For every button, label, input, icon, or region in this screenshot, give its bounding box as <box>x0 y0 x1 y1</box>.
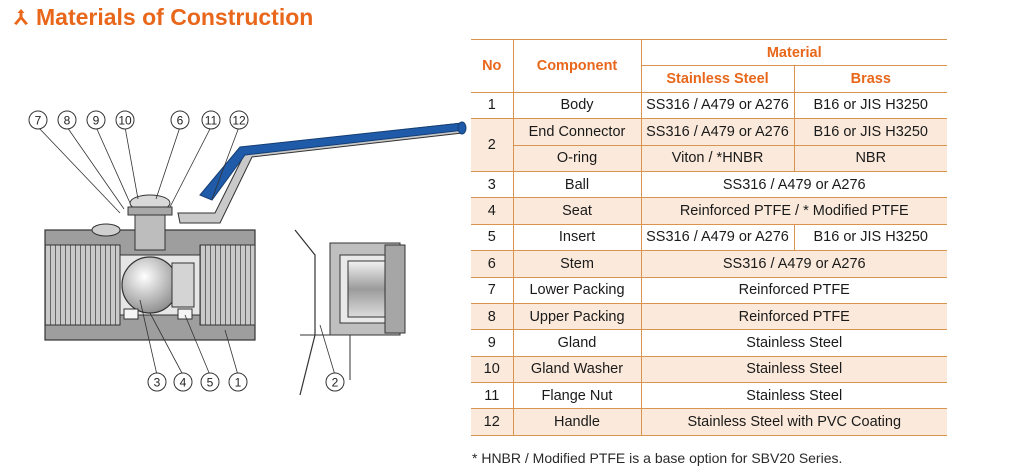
row-material: SS316 / A479 or A276 <box>640 250 947 278</box>
row-material: Reinforced PTFE <box>640 276 947 304</box>
header-no: No <box>471 39 514 93</box>
row-material: Reinforced PTFE <box>640 302 947 331</box>
handle <box>177 121 467 224</box>
callout-1: 1 <box>235 376 242 390</box>
table-row: 4 Seat Reinforced PTFE / * Modified PTFE <box>471 197 947 225</box>
callouts-top: 7 8 9 10 6 11 12 <box>28 110 249 130</box>
table-row: 10 Gland Washer Stainless Steel <box>471 355 947 384</box>
callout-3: 3 <box>154 376 161 390</box>
header-stainless-steel: Stainless Steel <box>641 65 795 93</box>
callout-11: 11 <box>205 114 218 128</box>
callout-7: 7 <box>35 114 42 128</box>
row-material: Reinforced PTFE / * Modified PTFE <box>640 197 947 225</box>
row-no: 6 <box>471 250 514 278</box>
callout-12: 12 <box>232 114 246 128</box>
row-material: Stainless Steel with PVC Coating <box>640 408 947 436</box>
row-component: Handle <box>512 408 642 436</box>
table-row: 5 Insert SS316 / A479 or A276 B16 or JIS… <box>471 223 947 252</box>
row-component: Flange Nut <box>512 382 642 410</box>
table-row: 11 Flange Nut Stainless Steel <box>471 382 947 410</box>
row-material: Stainless Steel <box>640 382 947 410</box>
callout-9: 9 <box>93 114 100 128</box>
row-material: SS316 / A479 or A276 <box>640 170 947 199</box>
row-no: 5 <box>471 223 514 252</box>
row-component: End Connector <box>512 118 642 146</box>
row-no: 9 <box>471 329 514 357</box>
row-brass: B16 or JIS H3250 <box>793 118 947 146</box>
row-component: Gland Washer <box>512 355 642 384</box>
row-brass: B16 or JIS H3250 <box>793 91 947 120</box>
table-row: 12 Handle Stainless Steel with PVC Coati… <box>471 408 947 436</box>
table-row: 6 Stem SS316 / A479 or A276 <box>471 250 947 278</box>
row-component: Body <box>512 91 642 120</box>
row-stainless: SS316 / A479 or A276 <box>640 118 795 146</box>
row-brass: B16 or JIS H3250 <box>793 223 947 252</box>
row-stainless: SS316 / A479 or A276 <box>640 223 795 252</box>
row-component: O-ring <box>513 144 642 172</box>
valve-handle-icon <box>14 9 28 25</box>
callout-2: 2 <box>332 376 339 390</box>
table-row: 1 Body SS316 / A479 or A276 B16 or JIS H… <box>471 91 947 120</box>
table-row: O-ring Viton / *HNBR NBR <box>471 144 947 172</box>
row-no: 7 <box>471 276 514 304</box>
section-title: Materials of Construction <box>36 3 314 30</box>
row-no: 10 <box>471 355 514 384</box>
callout-6: 6 <box>177 114 184 128</box>
valve-body <box>44 194 256 341</box>
valve-cross-section-drawing: 7 8 9 10 6 11 12 3 4 5 1 2 <box>28 110 467 396</box>
row-stainless: SS316 / A479 or A276 <box>640 91 795 120</box>
table-row: 7 Lower Packing Reinforced PTFE <box>471 276 947 304</box>
row-no: 8 <box>471 302 514 331</box>
row-no: 1 <box>471 91 514 120</box>
callout-5: 5 <box>207 376 214 390</box>
callout-8: 8 <box>64 114 71 128</box>
footnote: * HNBR / Modified PTFE is a base option … <box>472 450 843 466</box>
row-component: Insert <box>512 223 642 252</box>
callout-10: 10 <box>118 114 132 128</box>
header-material: Material <box>640 38 947 67</box>
row-material: Stainless Steel <box>640 329 947 357</box>
row-no: 4 <box>471 197 514 225</box>
end-connector-detail <box>294 229 406 396</box>
callouts-bottom: 3 4 5 1 2 <box>147 372 345 392</box>
row-component: Lower Packing <box>512 276 642 304</box>
row-brass: NBR <box>793 144 947 172</box>
row-component: Upper Packing <box>512 302 642 331</box>
table-row: 3 Ball SS316 / A479 or A276 <box>471 170 947 199</box>
row-component: Seat <box>512 197 642 225</box>
row-component: Gland <box>512 329 642 357</box>
table-row: 9 Gland Stainless Steel <box>471 329 947 357</box>
table-row: 8 Upper Packing Reinforced PTFE <box>471 302 947 331</box>
row-no: 11 <box>471 382 514 410</box>
table-row: 2 End Connector SS316 / A479 or A276 B16… <box>471 118 947 172</box>
row-no: 12 <box>471 408 514 436</box>
row-component: Ball <box>512 170 642 199</box>
row-no: 2 <box>471 118 514 172</box>
row-stainless: Viton / *HNBR <box>640 144 795 172</box>
header-brass: Brass <box>793 65 947 93</box>
row-no: 3 <box>471 170 514 199</box>
materials-table: No Component Material Stainless Steel Br… <box>471 38 947 436</box>
row-component: Stem <box>512 250 642 278</box>
header-component: Component <box>512 39 642 93</box>
row-material: Stainless Steel <box>640 355 947 384</box>
section-heading: Materials of Construction <box>12 3 313 31</box>
callout-4: 4 <box>180 376 187 390</box>
